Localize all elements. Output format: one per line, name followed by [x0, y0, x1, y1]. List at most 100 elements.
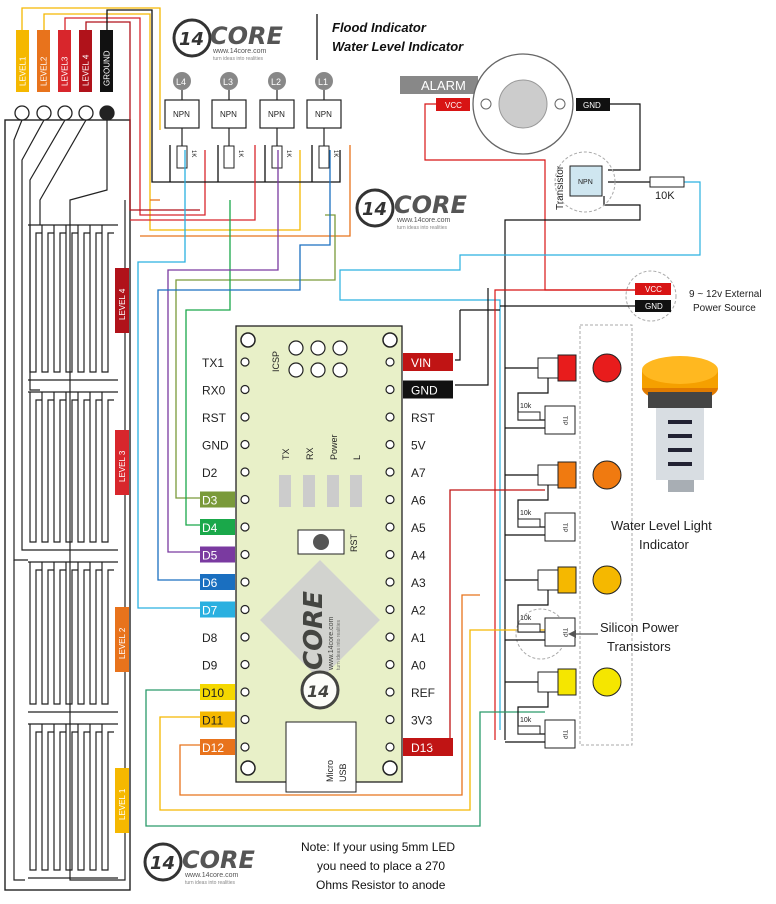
power-vcc-tag [635, 283, 671, 295]
pin-tag-d7 [200, 601, 235, 618]
led-badge-label: L4 [176, 77, 186, 87]
usb-label-1: Micro [325, 760, 335, 782]
pin-hole [385, 467, 395, 477]
lamp-socket [537, 569, 559, 591]
tip-transistor [544, 617, 576, 647]
icsp-label: ICSP [271, 351, 281, 372]
pin-hole [385, 384, 395, 395]
probe-pad-2 [36, 105, 52, 121]
pin-tag-d3 [200, 491, 235, 508]
level2-tag [115, 607, 129, 672]
level1-tag [115, 768, 129, 833]
buzzer-hole-right [554, 98, 566, 110]
led-tx [279, 475, 291, 507]
led-rx [303, 475, 315, 507]
lamp-body [557, 566, 577, 594]
comb-finger [65, 724, 78, 871]
comb-finger [77, 392, 90, 543]
npn-label: NPN [315, 110, 332, 119]
probe-wire-label-3: LEVEL3 [61, 56, 70, 86]
comb-finger [53, 225, 66, 373]
power-ring [625, 270, 677, 322]
pin-label-gnd: GND [411, 384, 438, 398]
reset-button-cap[interactable] [313, 534, 329, 550]
pin-hole [385, 604, 395, 615]
pin-hole [385, 549, 395, 560]
buzzer-vcc-label: VCC [445, 101, 462, 110]
alarm-npn-label: NPN [578, 179, 593, 186]
tip-transistor [544, 719, 576, 749]
comb-finger [53, 392, 66, 543]
tip-label: TIP [561, 416, 567, 425]
logo-top-num: 14 [179, 29, 204, 50]
probe-wire-label-2: LEVEL2 [40, 56, 49, 86]
led-badge-label: L2 [271, 77, 281, 87]
comb-finger [29, 724, 42, 871]
pin-tag-d5 [200, 546, 235, 563]
probe-traces [13, 119, 126, 881]
indicator-led [592, 460, 622, 490]
led-badge [220, 72, 238, 90]
logo-top-word: CORE [210, 22, 283, 50]
comb-finger [101, 562, 114, 705]
logo-bottom: 14 CORE www.14core.com turn ideas into r… [143, 842, 255, 886]
power-wires [455, 288, 635, 740]
pin-hole [385, 659, 395, 670]
power-gnd-label: GND [645, 302, 663, 311]
pin-hole [385, 412, 395, 422]
pin-tag-d11 [200, 711, 235, 728]
led-rx-label: RX [305, 447, 315, 460]
npn-base-resistor [223, 145, 235, 169]
pin-label-gnd: GND [202, 439, 229, 453]
logo-top-url: www.14core.com [212, 48, 266, 55]
comb-finger [89, 392, 102, 543]
level2-tag-label: LEVEL 2 [118, 627, 127, 659]
level3-tag-label: LEVEL 3 [118, 450, 127, 482]
micro-usb [285, 721, 357, 793]
silicon-label-1: Silicon Power [600, 620, 679, 635]
comb-finger [41, 392, 54, 543]
alarm-resistor-label: 10K [655, 190, 675, 202]
pin-hole [240, 467, 250, 477]
pin-hole [385, 439, 395, 450]
reset-button-label: RST [349, 533, 359, 552]
led-l [350, 475, 362, 507]
board-logo-tagline: turn ideas into realities [336, 619, 342, 670]
title-line1: Flood Indicator [332, 20, 427, 35]
lamp-body [557, 461, 577, 489]
pin-hole [385, 632, 395, 642]
board-wires [137, 150, 545, 827]
pin-label-a1: A1 [411, 631, 426, 645]
indicator-panel [579, 324, 633, 746]
alarm-npn [569, 165, 603, 197]
silicon-arrowhead [568, 630, 576, 638]
probe-pad-4 [78, 105, 94, 121]
led-badge [268, 72, 286, 90]
comb-finger [89, 724, 102, 871]
pin-label-a5: A5 [411, 521, 426, 535]
npn-resistor-label: 1K [190, 150, 196, 157]
logo-mid-num: 14 [362, 199, 387, 220]
comb-finger [65, 562, 78, 705]
pin-label-d6: D6 [202, 576, 218, 590]
board-logo-num: 14 [307, 682, 329, 701]
lamp-socket [537, 464, 559, 486]
pin-hole [240, 549, 250, 560]
stage-resistor [517, 725, 541, 735]
pin-hole [240, 412, 250, 422]
buzzer-gnd-tag [576, 98, 610, 111]
pin-label-d8: D8 [202, 631, 218, 645]
logo-mid-tagline: turn ideas into realities [397, 225, 448, 231]
pin-label-tx1: TX1 [202, 356, 224, 370]
level3-tag [115, 430, 129, 495]
buzzer-vcc-tag [436, 98, 470, 111]
pin-label-d9: D9 [202, 659, 218, 673]
stage-resistor [517, 518, 541, 528]
pin-label-d2: D2 [202, 466, 218, 480]
power-gnd-tag [635, 300, 671, 312]
tip-label: TIP [561, 730, 567, 739]
note-line3: Ohms Resistor to anode [316, 878, 446, 892]
led-power-label: Power [329, 434, 339, 460]
pin-label-3v3: 3V3 [411, 714, 433, 728]
